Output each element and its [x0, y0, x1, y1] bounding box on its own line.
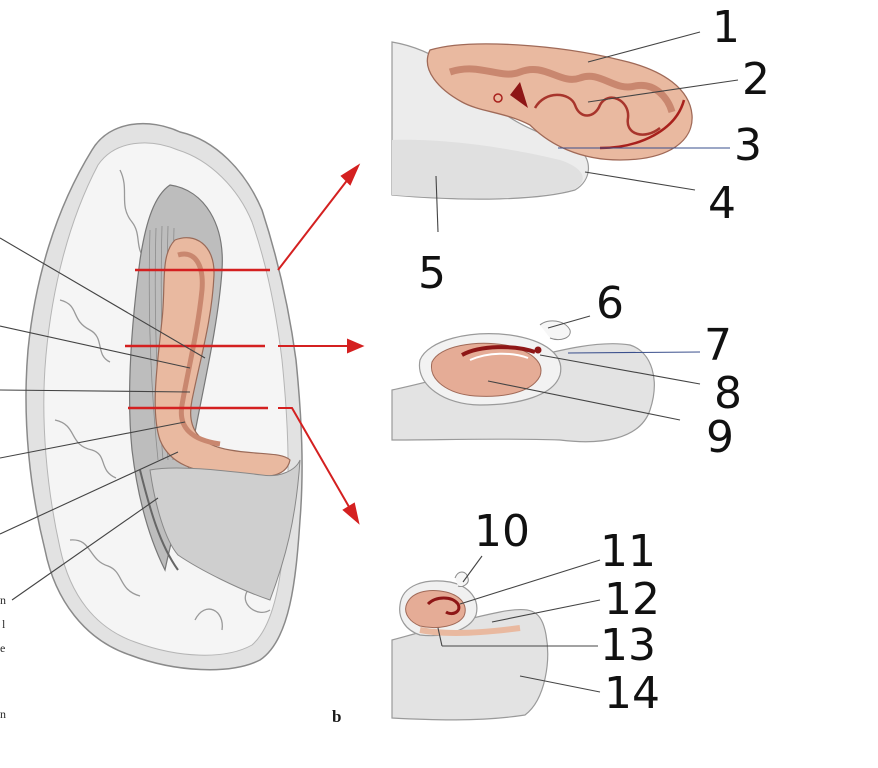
right-leader-lines — [435, 31, 739, 693]
label-12: 12 — [604, 574, 660, 625]
panel-label: b — [332, 707, 341, 726]
dentate-middle — [461, 345, 536, 357]
sulcus-line — [194, 608, 223, 631]
hippocampus-bottom — [405, 590, 466, 629]
hippocampus-top-gyri — [448, 65, 676, 114]
maroon-fold-top — [510, 82, 528, 108]
hippocampus — [154, 237, 291, 478]
brain-section — [0, 122, 303, 671]
collateral-sulcus — [139, 469, 179, 571]
dentate-middle-2 — [469, 352, 529, 361]
sulcus-line — [69, 539, 141, 597]
label-5: 5 — [418, 248, 446, 299]
left-leader-lines — [0, 237, 206, 601]
label-10: 10 — [474, 506, 530, 557]
label-2: 2 — [742, 54, 770, 105]
red-dot-middle — [534, 346, 542, 354]
edge-fragment-1: n — [0, 593, 6, 607]
sulcus-line — [119, 169, 147, 261]
hippocampus-middle — [431, 342, 542, 397]
label-8: 8 — [714, 368, 742, 419]
label-4: 4 — [708, 178, 736, 229]
red-arc-top — [599, 99, 686, 150]
parahippocampal-region — [149, 459, 301, 601]
hippocampus-inner — [177, 251, 221, 447]
label-9: 9 — [706, 412, 734, 463]
section-middle — [391, 320, 655, 443]
dentate-top — [533, 93, 661, 136]
label-14: 14 — [604, 668, 660, 719]
sulcus-line — [54, 419, 117, 479]
red-dot-top — [493, 93, 503, 103]
fimbria-bottom — [454, 571, 469, 587]
section-top — [391, 41, 693, 200]
label-1: 1 — [712, 2, 740, 53]
label-11: 11 — [600, 526, 656, 577]
edge-fragment-2: l — [2, 617, 6, 631]
label-3: 3 — [734, 120, 762, 171]
inferior-band-bottom — [419, 625, 521, 637]
label-6: 6 — [596, 278, 624, 329]
section-top-lower-band — [392, 139, 583, 199]
dentate-bottom — [426, 596, 461, 616]
fimbria-middle — [539, 320, 571, 341]
section-bottom — [391, 571, 549, 721]
sulcus-line — [59, 299, 111, 363]
label-7: 7 — [704, 320, 732, 371]
edge-fragment-4: n — [0, 707, 6, 721]
label-13: 13 — [600, 620, 656, 671]
edge-fragment-3: e — [0, 641, 5, 655]
section-arrows — [277, 163, 365, 525]
